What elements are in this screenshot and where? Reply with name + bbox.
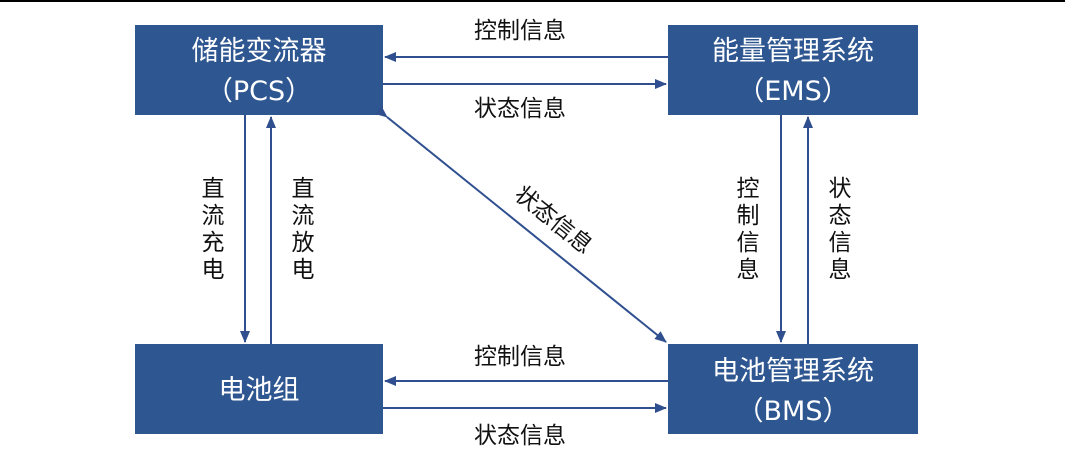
- node-pcs-box: [135, 25, 383, 115]
- node-ems: 能量管理系统 （EMS）: [668, 25, 918, 115]
- node-pcs: 储能变流器 （PCS）: [135, 25, 383, 115]
- label-pcs-to-battery-char: 充: [202, 230, 225, 256]
- label-battery-to-pcs-char: 直: [292, 176, 315, 202]
- label-bms-to-ems-char: 态: [829, 203, 852, 229]
- label-battery-to-pcs: 直 流 放 电: [292, 176, 315, 283]
- arrow-bms-pcs-diagonal: [375, 106, 667, 343]
- label-bms-pcs-diagonal: 状态信息: [509, 181, 597, 259]
- node-bms: 电池管理系统 （BMS）: [668, 344, 918, 434]
- label-pcs-to-battery: 直 流 充 电: [202, 176, 225, 283]
- label-battery-to-pcs-char: 流: [292, 203, 315, 229]
- node-ems-box: [668, 25, 918, 115]
- node-battery-box: [135, 344, 383, 434]
- label-pcs-to-battery-char: 流: [202, 203, 225, 229]
- label-bms-to-ems-char: 息: [829, 257, 852, 283]
- node-bms-abbr: （BMS）: [737, 396, 850, 427]
- label-battery-to-bms: 状态信息: [474, 423, 566, 449]
- node-bms-title: 电池管理系统: [712, 356, 874, 387]
- label-ems-to-bms-char: 息: [737, 257, 760, 283]
- node-pcs-abbr: （PCS）: [206, 76, 312, 107]
- label-pcs-to-ems: 状态信息: [474, 96, 566, 122]
- node-battery-title: 电池组: [219, 375, 300, 406]
- label-ems-to-bms-char: 控: [737, 176, 760, 202]
- node-bms-box: [668, 344, 918, 434]
- node-ems-abbr: （EMS）: [737, 76, 849, 107]
- label-pcs-to-battery-char: 电: [202, 257, 225, 283]
- label-battery-to-pcs-char: 放: [292, 230, 315, 256]
- node-ems-title: 能量管理系统: [712, 36, 874, 67]
- label-ems-to-bms-char: 制: [737, 203, 760, 229]
- label-ems-to-bms-char: 信: [737, 230, 760, 256]
- label-ems-to-pcs: 控制信息: [474, 18, 566, 44]
- node-battery: 电池组: [135, 344, 383, 434]
- label-bms-to-ems-char: 信: [829, 230, 852, 256]
- label-bms-to-ems-char: 状: [829, 176, 852, 202]
- node-pcs-title: 储能变流器: [192, 36, 327, 67]
- label-bms-to-ems: 状 态 信 息: [829, 176, 852, 283]
- label-ems-to-bms: 控 制 信 息: [737, 176, 760, 283]
- label-bms-to-battery: 控制信息: [474, 344, 566, 370]
- label-battery-to-pcs-char: 电: [292, 257, 315, 283]
- label-pcs-to-battery-char: 直: [202, 176, 225, 202]
